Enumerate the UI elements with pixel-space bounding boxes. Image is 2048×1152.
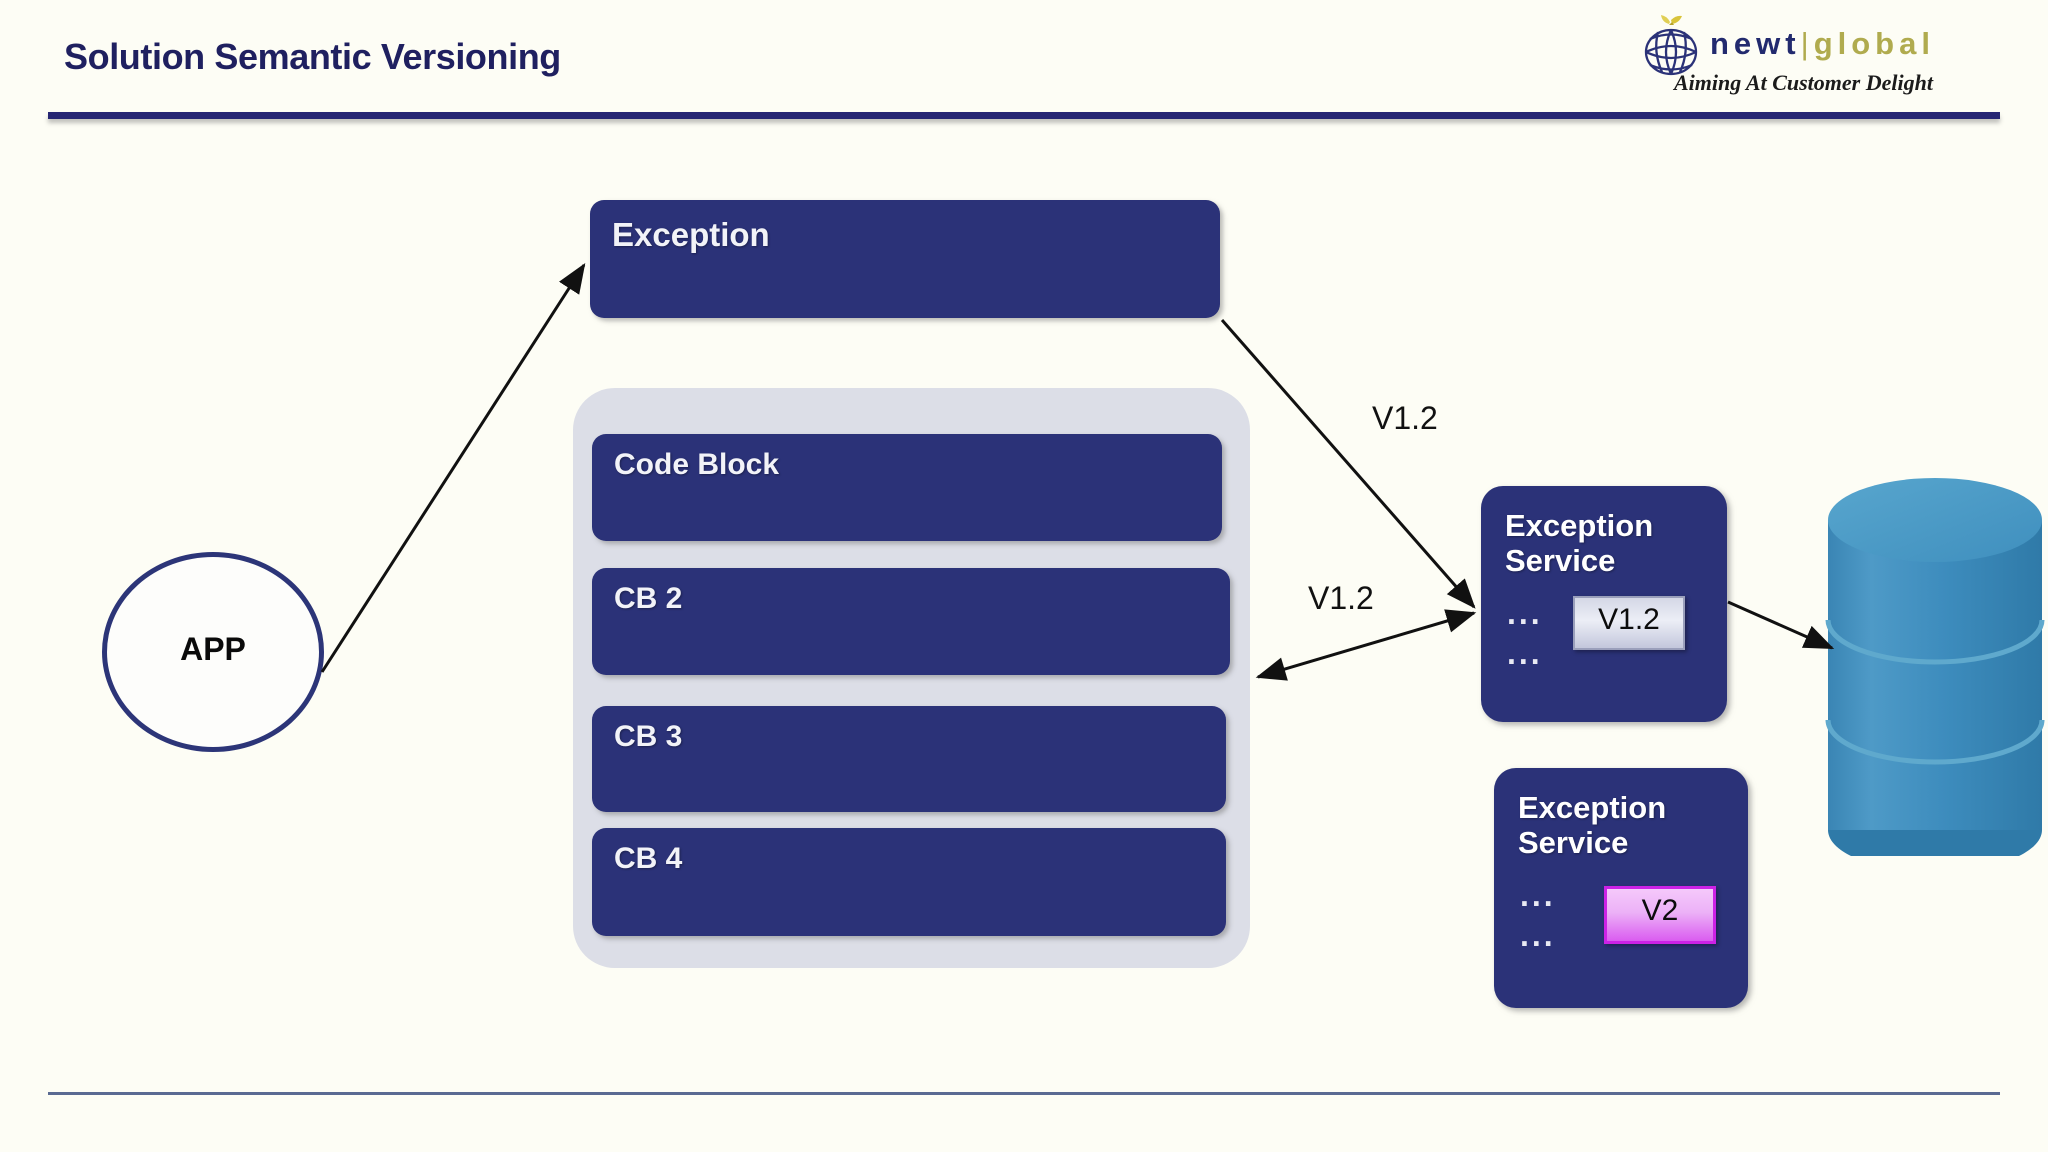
exception-service-title-line2: Service — [1518, 825, 1629, 861]
exception-service-title: Exception Service — [1518, 790, 1718, 861]
exception-node[interactable]: Exception — [590, 200, 1220, 318]
exception-service-dots: ... — [1507, 595, 1543, 631]
page-title: Solution Semantic Versioning — [64, 36, 561, 77]
logo-wordmark: newt|global — [1710, 26, 1935, 62]
logo-separator: | — [1800, 26, 1814, 61]
edge-app-to-exception — [320, 262, 586, 673]
exception-service-title-line2: Service — [1505, 543, 1616, 579]
globe-apple-icon — [1644, 15, 1698, 76]
exception-service-title-line1: Exception — [1518, 790, 1667, 825]
logo-word-newt: newt — [1710, 26, 1801, 61]
edge-label-v12-top: V1.2 — [1372, 400, 1438, 436]
code-block-item[interactable]: CB 3 — [592, 706, 1226, 812]
edge-exception-to-service — [1220, 319, 1476, 609]
database-cylinder-icon — [1825, 478, 2045, 856]
exception-service-v1-node[interactable]: Exception Service ... ... V1.2 — [1481, 486, 1727, 722]
app-node[interactable]: APP — [102, 552, 324, 752]
edge-codeblock-to-service — [1255, 609, 1477, 681]
edge-service-to-database — [1727, 600, 1835, 650]
code-block-item[interactable]: CB 4 — [592, 828, 1226, 936]
logo-word-global: global — [1813, 26, 1935, 61]
code-block-item-label: CB 4 — [614, 842, 683, 875]
code-block-item-label: CB 3 — [614, 720, 683, 753]
code-block-item-label: Code Block — [614, 448, 780, 481]
code-block-item[interactable]: CB 2 — [592, 568, 1230, 675]
exception-service-dots: ... — [1507, 635, 1543, 671]
exception-service-dots: ... — [1520, 917, 1556, 953]
app-node-label: APP — [180, 631, 246, 667]
footer-divider — [48, 1092, 2000, 1095]
exception-service-title: Exception Service — [1505, 508, 1705, 579]
exception-service-v2-node[interactable]: Exception Service ... ... V2 — [1494, 768, 1748, 1008]
code-block-item-label: CB 2 — [614, 582, 683, 615]
header-divider — [48, 112, 2000, 119]
company-logo: newt|global Aiming At Customer Delight — [1640, 8, 2000, 104]
exception-service-title-line1: Exception — [1505, 508, 1654, 543]
exception-service-dots: ... — [1520, 877, 1556, 913]
edge-label-v12-middle: V1.2 — [1308, 580, 1374, 616]
code-block-item[interactable]: Code Block — [592, 434, 1222, 541]
version-badge-v1[interactable]: V1.2 — [1573, 596, 1685, 650]
exception-node-label: Exception — [612, 216, 770, 253]
logo-tagline: Aiming At Customer Delight — [1674, 70, 1933, 95]
version-badge-v2[interactable]: V2 — [1604, 886, 1716, 944]
